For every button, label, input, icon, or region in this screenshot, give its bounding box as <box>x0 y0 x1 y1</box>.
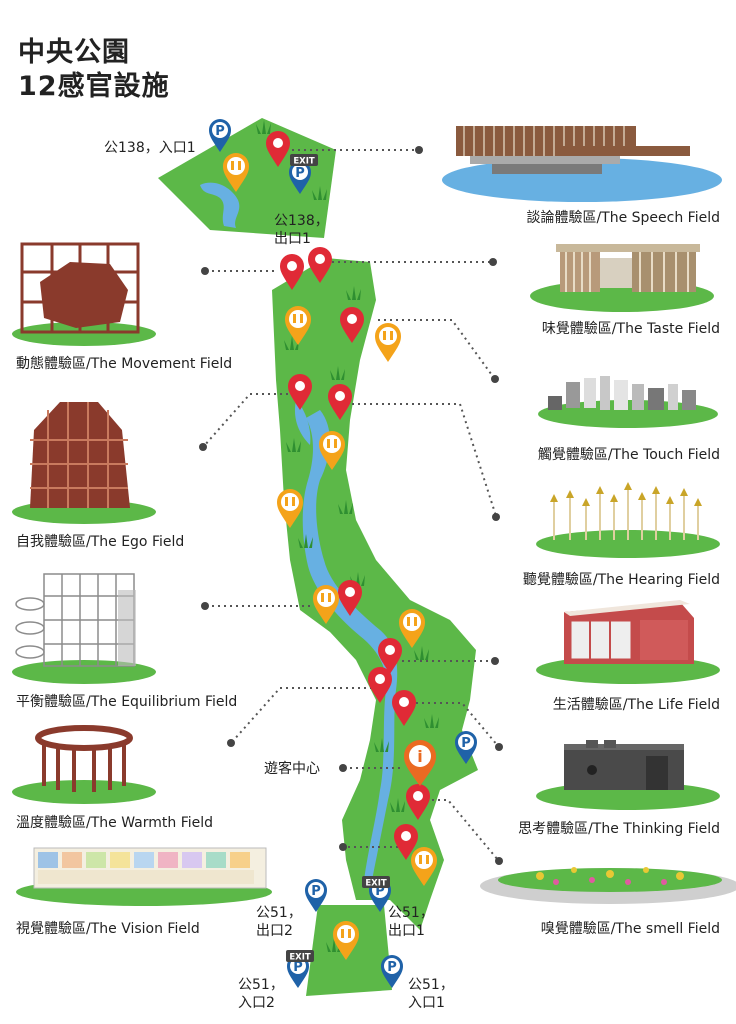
info-icon: i <box>417 747 422 766</box>
page-title: 中央公園 12感官設施 <box>18 36 170 104</box>
label-touch-field[interactable]: 觸覺體驗區/The Touch Field <box>537 447 720 463</box>
touch-field-illustration <box>538 376 718 428</box>
parking-icon: P <box>375 884 385 899</box>
label-line: 公51， <box>388 905 434 921</box>
vision-field-illustration <box>16 847 272 906</box>
label-g51-exit-1: 公51， 出口1 <box>388 904 434 940</box>
parking-icon: P <box>387 960 397 975</box>
park-north-block <box>158 118 336 238</box>
label-taste-field[interactable]: 味覺體驗區/The Taste Field <box>541 321 720 337</box>
parking-icon: P <box>215 124 225 139</box>
label-g51-entrance-1: 公51， 入口1 <box>408 976 454 1012</box>
label-ego-field[interactable]: 自我體驗區/The Ego Field <box>16 534 185 550</box>
parking-icon: P <box>461 736 471 751</box>
thinking-field-illustration <box>536 740 720 810</box>
equilibrium-field-illustration <box>12 573 156 684</box>
ego-field-illustration <box>12 402 156 524</box>
parking-icon: P <box>293 960 303 975</box>
label-line: 入口1 <box>408 995 445 1011</box>
label-line: 出口1 <box>388 923 425 939</box>
exit-signs: EXIT EXIT EXIT <box>286 154 390 963</box>
label-line: 公51， <box>408 977 454 993</box>
label-smell-field[interactable]: 嗅覺體驗區/The smell Field <box>540 921 720 937</box>
label-g51-entrance-2: 公51， 入口2 <box>238 976 284 1012</box>
smell-field-illustration <box>480 867 736 904</box>
label-speech-field[interactable]: 談論體驗區/The Speech Field <box>526 210 720 226</box>
label-hearing-field[interactable]: 聽覺體驗區/The Hearing Field <box>522 572 720 588</box>
exit-sign: EXIT <box>293 157 315 167</box>
label-line: 出口2 <box>256 923 293 939</box>
taste-field-illustration <box>530 244 714 312</box>
parking-pins[interactable]: P P P P P P P <box>209 119 477 988</box>
label-movement-field[interactable]: 動態體驗區/The Movement Field <box>16 356 233 372</box>
label-g138-exit-1: 公138， 出口1 <box>274 212 329 248</box>
warmth-field-illustration <box>12 725 156 804</box>
label-g51-exit-2: 公51， 出口2 <box>256 904 302 940</box>
connector-dots <box>199 146 503 865</box>
title-line-2: 12感官設施 <box>18 71 170 102</box>
exit-sign: EXIT <box>365 879 387 889</box>
park-main-strip <box>272 258 478 930</box>
label-thinking-field[interactable]: 思考體驗區/The Thinking Field <box>518 821 720 837</box>
parking-icon: P <box>311 884 321 899</box>
exit-sign: EXIT <box>289 953 311 963</box>
label-line: 出口1 <box>274 231 311 247</box>
label-warmth-field[interactable]: 溫度體驗區/The Warmth Field <box>16 815 214 831</box>
parking-icon: P <box>295 166 305 181</box>
label-life-field[interactable]: 生活體驗區/The Life Field <box>552 697 720 713</box>
label-g138-entrance-1: 公138，入口1 <box>104 140 196 156</box>
label-vision-field[interactable]: 視覺體驗區/The Vision Field <box>16 921 200 937</box>
toilet-icon <box>375 323 401 362</box>
visitor-center-pin[interactable]: i <box>404 740 436 786</box>
label-line: 公138， <box>274 213 329 229</box>
label-visitor-center: 遊客中心 <box>264 761 320 777</box>
label-equilibrium-field[interactable]: 平衡體驗區/The Equilibrium Field <box>16 694 238 710</box>
label-line: 入口2 <box>238 995 275 1011</box>
connector-lines <box>203 149 499 861</box>
label-line: 公51， <box>256 905 302 921</box>
life-field-illustration <box>536 600 720 684</box>
label-line: 公51， <box>238 977 284 993</box>
movement-field-illustration <box>12 242 156 346</box>
speech-field-illustration <box>442 126 722 202</box>
hearing-field-illustration <box>536 482 720 558</box>
title-line-1: 中央公園 <box>18 37 130 68</box>
